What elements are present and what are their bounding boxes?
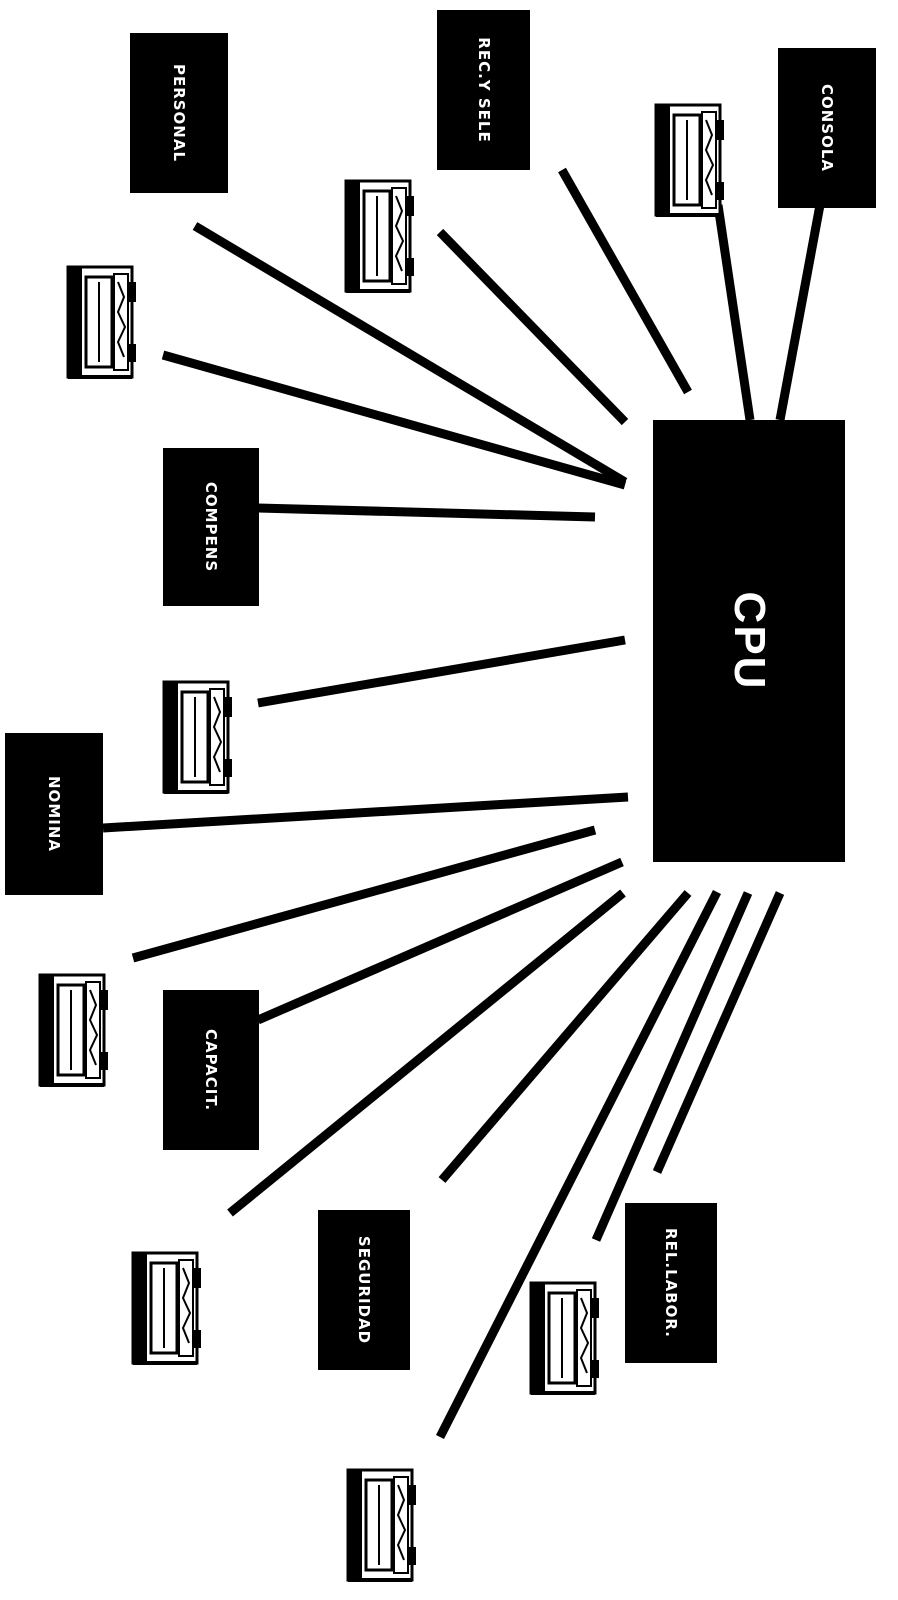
line-consola-1 bbox=[713, 204, 755, 421]
computer-terminal-icon bbox=[38, 973, 110, 1087]
module-rel-labor: REL.LABOR. bbox=[625, 1203, 717, 1363]
line-terminal-left-low bbox=[131, 825, 597, 963]
line-rel-labor bbox=[652, 891, 785, 1174]
module-nomina: NOMINA bbox=[5, 733, 103, 895]
computer-terminal-icon bbox=[66, 265, 138, 379]
line-terminal-mid bbox=[257, 635, 626, 708]
line-terminal-bottom bbox=[435, 889, 722, 1440]
computer-terminal-icon bbox=[654, 103, 726, 217]
line-personal bbox=[192, 222, 628, 486]
module-capacit: CAPACIT. bbox=[163, 990, 259, 1150]
module-compens: COMPENS bbox=[163, 448, 259, 606]
module-personal: PERSONAL bbox=[130, 33, 228, 193]
line-capacit bbox=[256, 857, 624, 1025]
line-terminal-top-center bbox=[436, 228, 629, 426]
computer-terminal-icon bbox=[344, 179, 416, 293]
line-terminal-bottom-left bbox=[227, 889, 626, 1217]
module-consola: CONSOLA bbox=[778, 48, 876, 208]
line-nomina bbox=[102, 792, 629, 833]
module-rec-y-sele: REC.Y SELE bbox=[437, 10, 530, 170]
line-terminal-bottom-right bbox=[591, 891, 753, 1242]
line-compens bbox=[257, 503, 596, 522]
module-seguridad: SEGURIDAD bbox=[318, 1210, 410, 1370]
computer-terminal-icon bbox=[346, 1468, 418, 1582]
computer-terminal-icon bbox=[131, 1251, 203, 1365]
line-terminal-top-left bbox=[161, 350, 627, 490]
computer-terminal-icon bbox=[162, 680, 234, 794]
computer-terminal-icon bbox=[529, 1281, 601, 1395]
line-seguridad bbox=[438, 890, 692, 1183]
line-consola-2 bbox=[775, 204, 825, 421]
line-terminal-top-right bbox=[558, 167, 692, 395]
cpu-box: CPU bbox=[653, 420, 845, 862]
